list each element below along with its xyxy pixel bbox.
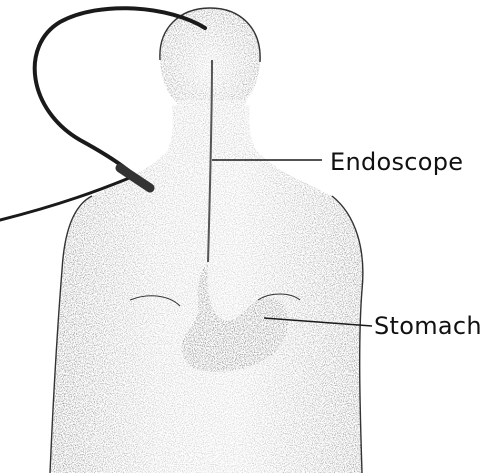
head-shape bbox=[160, 8, 260, 116]
stomach-label: Stomach bbox=[374, 312, 482, 340]
human-figure bbox=[50, 8, 363, 473]
endoscope-label: Endoscope bbox=[330, 148, 463, 176]
